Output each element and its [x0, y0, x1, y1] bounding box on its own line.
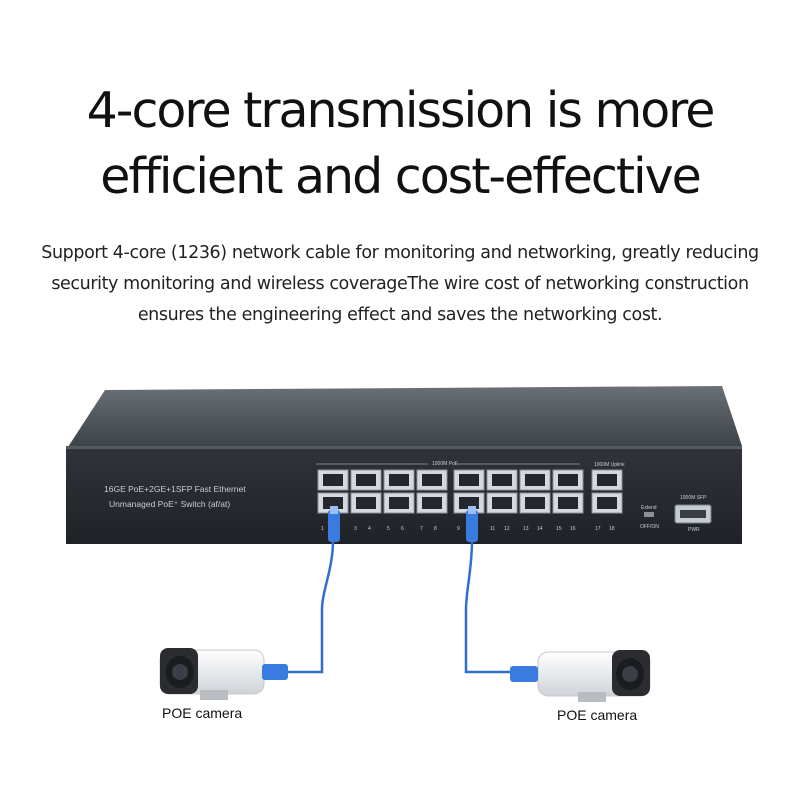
port-number: 8	[434, 526, 437, 532]
port-number: 6	[401, 526, 404, 532]
rj45-port-opening	[558, 474, 578, 486]
rj45-port-opening	[389, 474, 409, 486]
headline-line-2: efficient and cost-effective	[100, 148, 702, 205]
rj45-port-opening	[525, 497, 545, 509]
headline: 4-core transmission is more efficient an…	[0, 78, 800, 210]
port-number: 17	[595, 526, 601, 532]
description-line-3: ensures the engineering effect and saves…	[137, 305, 663, 325]
port-number: 14	[537, 526, 543, 532]
extend-switch[interactable]	[644, 512, 654, 517]
left-camera-label: POE camera	[162, 705, 243, 721]
rj45-port-opening	[492, 474, 512, 486]
left-cable-plug	[328, 506, 340, 542]
rj45-port-opening	[422, 497, 442, 509]
headline-line-1: 4-core transmission is more	[86, 82, 716, 139]
left-poe-camera	[159, 648, 288, 700]
network-cables	[286, 538, 514, 674]
description-line-1: Support 4-core (1236) network cable for …	[41, 243, 759, 263]
rj45-port-opening	[525, 474, 545, 486]
port-number: 16	[570, 526, 576, 532]
onoff-label: OFF/ON	[640, 524, 659, 530]
sfp-sub-label: PWR	[688, 527, 700, 533]
rj45-port-opening	[356, 497, 376, 509]
sfp-label: 1000M SFP	[680, 495, 707, 501]
rj45-port-opening	[459, 474, 479, 486]
port-number: 3	[354, 526, 357, 532]
port-number: 1	[321, 526, 324, 532]
switch-model-line-1: 16GE PoE+2GE+1SFP Fast Ethernet	[104, 484, 246, 494]
rj45-port-opening	[389, 497, 409, 509]
port-number: 4	[368, 526, 371, 532]
extend-label: Extend	[641, 505, 657, 511]
uplink-label: 1000M Uplink	[594, 462, 625, 468]
port-number: 13	[523, 526, 529, 532]
port-number: 5	[387, 526, 390, 532]
rj45-port-opening	[558, 497, 578, 509]
rj45-port-opening	[356, 474, 376, 486]
right-cable	[464, 538, 514, 674]
switch-top-panel	[68, 386, 742, 447]
rj45-port-block	[317, 469, 623, 514]
left-cable	[286, 538, 335, 674]
rj45-port-opening	[597, 474, 617, 486]
port-number: 11	[490, 526, 495, 532]
switch-model-line-2: Unmanaged PoE⁺ Switch (af/at)	[109, 499, 230, 509]
port-number: 7	[420, 526, 423, 532]
port-number: 9	[457, 526, 460, 532]
poe-switch: 16GE PoE+2GE+1SFP Fast Ethernet Unmanage…	[66, 386, 742, 544]
description: Support 4-core (1236) network cable for …	[20, 238, 780, 331]
port-number: 18	[609, 526, 615, 532]
right-cable-plug	[466, 506, 478, 542]
right-poe-camera	[510, 650, 651, 702]
rj45-port-opening	[492, 497, 512, 509]
rj45-port-opening	[323, 474, 343, 486]
poe-group-label: 1000M PoE	[432, 461, 459, 467]
right-camera-label: POE camera	[557, 707, 638, 723]
description-line-2: security monitoring and wireless coverag…	[51, 274, 749, 294]
rj45-port-opening	[597, 497, 617, 509]
rj45-port-opening	[422, 474, 442, 486]
port-number: 12	[504, 526, 510, 532]
port-number: 15	[556, 526, 562, 532]
